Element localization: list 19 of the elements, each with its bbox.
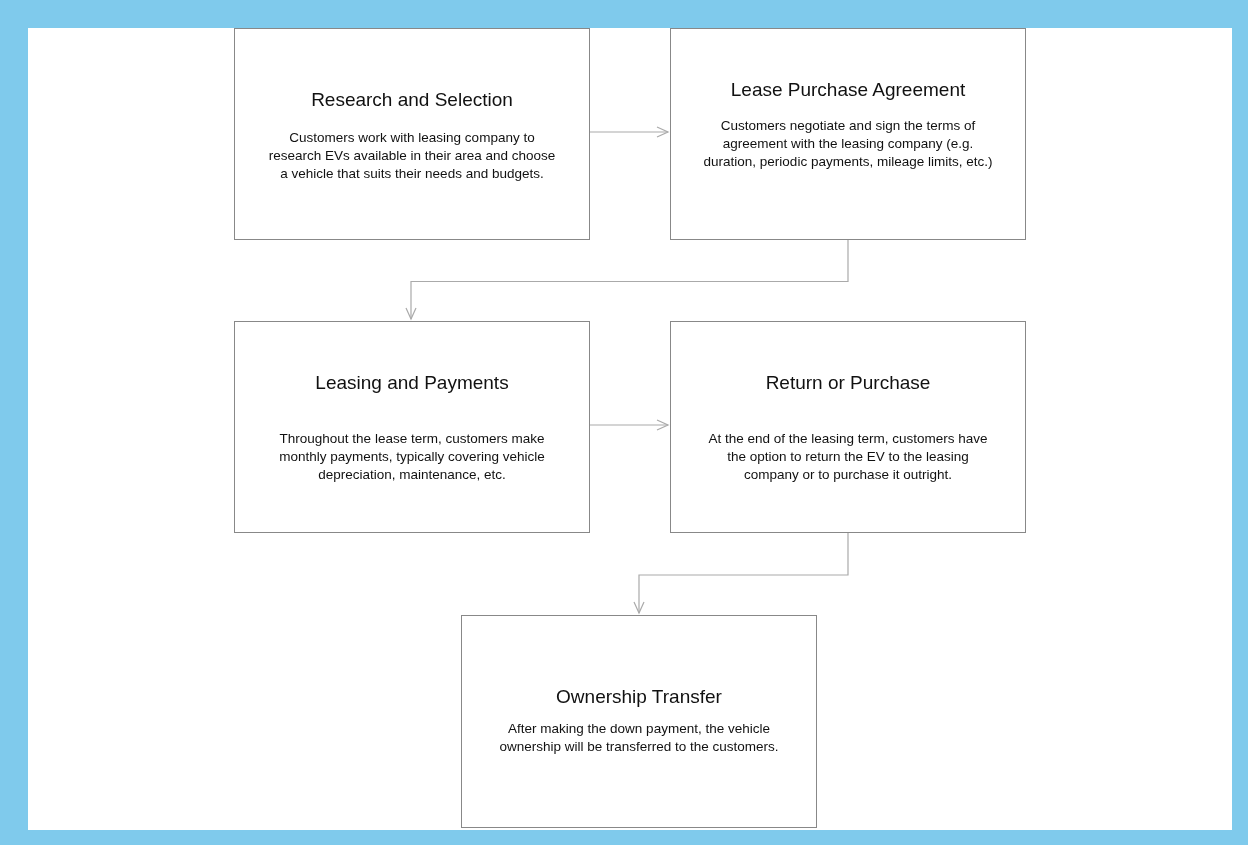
process-box <box>234 28 590 240</box>
box-description: At the end of the leasing term, customers have the option to return the EV to the leasing company or to purchase it outright. <box>707 430 989 485</box>
box-description: Customers work with leasing company to research EVs available in their area and choose a vehicle that suits their needs and budgets. <box>267 129 557 184</box>
arrow <box>589 419 669 431</box>
process-box <box>461 615 817 828</box>
box-heading: Ownership Transfer <box>555 686 723 708</box>
box-description: Customers negotiate and sign the terms of agreement with the leasing company (e.g. duration, periodic payments, mileage limits, etc.) <box>702 117 994 172</box>
box-description: Throughout the lease term, customers make monthly payments, typically covering vehicle depreciation, maintenance, etc. <box>278 430 546 485</box>
process-box <box>670 321 1026 533</box>
box-heading: Research and Selection <box>310 89 514 111</box>
process-box <box>670 28 1026 240</box>
arrow <box>633 532 849 614</box>
box-heading: Lease Purchase Agreement <box>729 79 967 101</box>
arrow <box>405 239 849 320</box>
arrow <box>589 126 669 138</box>
box-heading: Leasing and Payments <box>314 372 510 394</box>
box-description: After making the down payment, the vehicle ownership will be transferred to the customers. <box>498 720 780 757</box>
process-box <box>234 321 590 533</box>
box-heading: Return or Purchase <box>764 372 932 394</box>
